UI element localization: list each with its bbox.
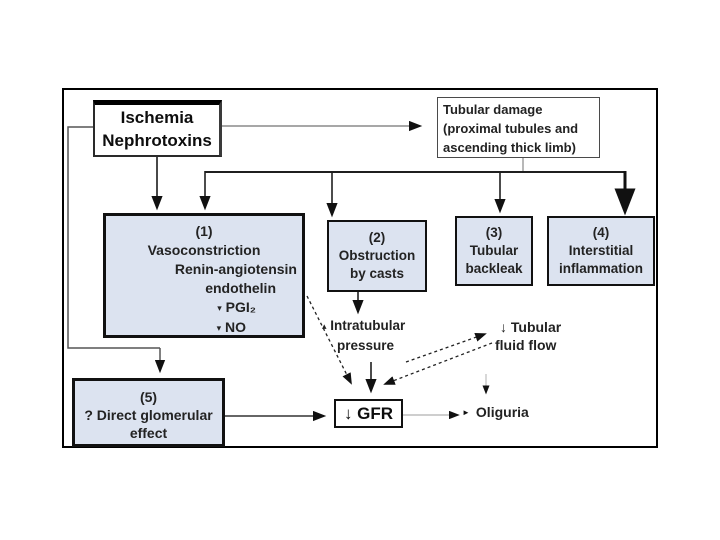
node-tubular-damage: Tubular damage (proximal tubules and asc… <box>437 97 600 158</box>
node-1-vasoconstriction: (1) Vasoconstriction Renin-angiotensin e… <box>103 213 305 338</box>
box3-number: (3) <box>485 225 503 240</box>
box5-number: (5) <box>139 389 158 405</box>
tubular-damage-line1: Tubular damage <box>443 102 543 117</box>
box5-line1: ? Direct glomerular <box>84 407 213 423</box>
box1-item-no: ▾ NO <box>216 319 246 335</box>
box2-line2: by casts <box>349 266 405 281</box>
node-gfr: ↓ GFR <box>334 399 403 428</box>
node-2-obstruction-by-casts: (2) Obstruction by casts <box>327 220 427 292</box>
label-oliguria: ► Oliguria <box>462 404 529 420</box>
ischemia-line2: Nephrotoxins <box>102 131 212 150</box>
box1-title: Vasoconstriction <box>147 242 261 258</box>
box1-item-renin-angiotensin: Renin-angiotensin <box>174 261 297 277</box>
tubular-damage-line2: (proximal tubules and <box>443 120 579 136</box>
ischemia-line1: Ischemia <box>120 108 194 128</box>
tubular-damage-line3: ascending thick limb) <box>443 139 576 155</box>
down-triangle-icon: ▾ <box>216 323 222 333</box>
box1-item-endothelin: endothelin <box>205 280 276 296</box>
box3-line2: backleak <box>465 261 523 276</box>
box2-number: (2) <box>368 230 386 245</box>
label-tubular-fluid-flow: ↓ Tubular fluid flow <box>495 319 562 353</box>
node-4-interstitial-inflammation: (4) Interstitial inflammation <box>547 216 655 286</box>
node-5-direct-glomerular-effect: (5) ? Direct glomerular effect <box>72 378 225 447</box>
box4-line2: inflammation <box>558 261 643 276</box>
box4-number: (4) <box>592 225 610 240</box>
diagram-frame <box>62 88 658 448</box>
box4-line1: Interstitial <box>568 243 634 258</box>
gfr-label: ↓ GFR <box>343 403 394 423</box>
box1-number: (1) <box>195 223 213 239</box>
box5-line2: effect <box>129 425 168 441</box>
down-triangle-icon: ▾ <box>217 303 222 313</box>
right-triangle-icon: ► <box>462 407 470 417</box>
box1-item-pgi2: ▾ PGI₂ <box>217 299 256 315</box>
node-ischemia-nephrotoxins: Ischemia Nephrotoxins <box>93 100 222 157</box>
box2-line1: Obstruction <box>338 248 416 263</box>
label-intratubular-pressure: ▴ Intratubular pressure <box>322 318 406 353</box>
oliguria-text: Oliguria <box>475 404 529 420</box>
box3-line1: Tubular <box>469 243 519 258</box>
up-triangle-icon: ▴ <box>322 321 327 331</box>
node-3-tubular-backleak: (3) Tubular backleak <box>455 216 533 286</box>
down-arrow-icon: ↓ <box>500 319 507 335</box>
